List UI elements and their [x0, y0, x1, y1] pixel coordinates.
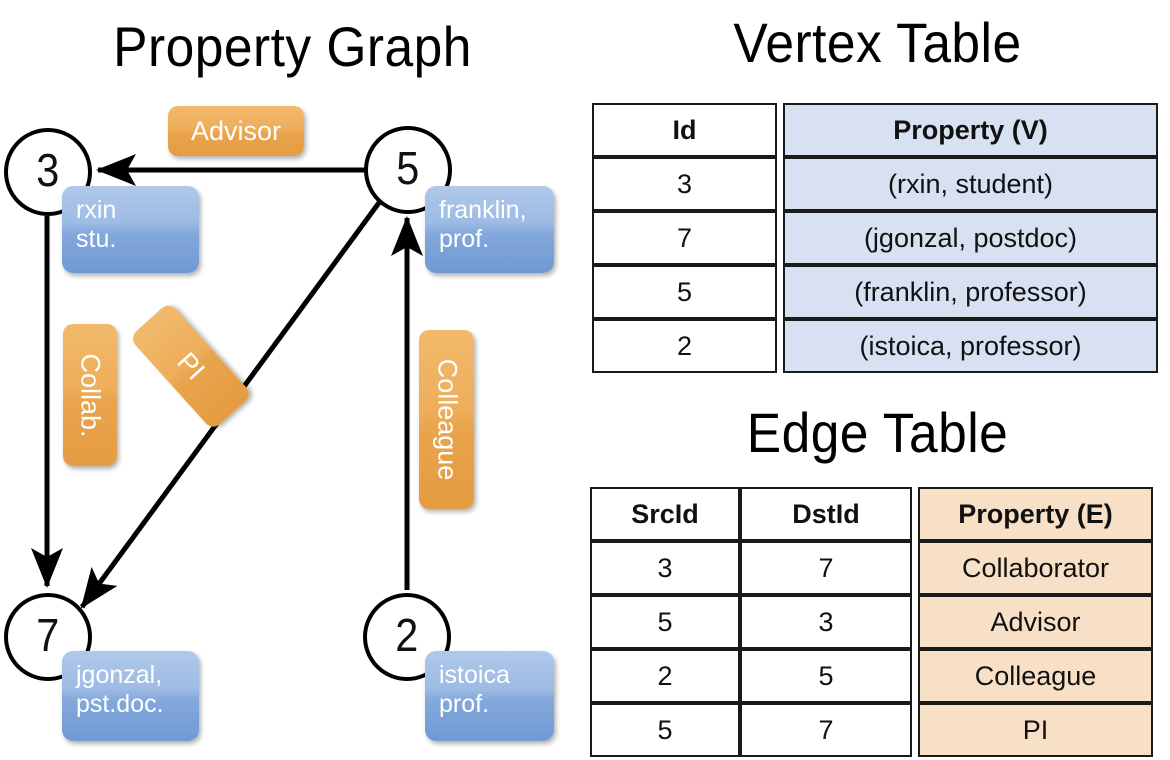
edge-row-srcid: 3	[590, 541, 740, 595]
edge-row-srcid: 5	[590, 703, 740, 757]
edge-label-pi-text: PI	[171, 346, 211, 386]
graph-node-2[interactable]: 2	[363, 593, 451, 681]
edge-label-advisor-text: Advisor	[190, 115, 282, 146]
table-row: 7 (jgonzal, postdoc)	[592, 211, 1158, 265]
property-graph-title: Property Graph	[113, 15, 472, 78]
graph-node-3-label: 3	[36, 144, 60, 196]
edge-row-srcid: 5	[590, 595, 740, 649]
graph-node-7-label: 7	[36, 609, 60, 661]
edge-label-advisor: Advisor	[168, 106, 304, 156]
vertex-property-line-2: prof.	[439, 689, 490, 718]
edge-row-dstid: 5	[740, 649, 912, 703]
edge-table-header-row: SrcId DstId Property (E)	[590, 487, 1153, 541]
vertex-property-box-2: istoica prof.	[425, 651, 554, 741]
vertex-property-box-5: franklin, prof.	[425, 186, 554, 273]
vertex-table: Id Property (V) 3 (rxin, student) 7 (jgo…	[592, 103, 1158, 373]
edge-row-dstid: 3	[740, 595, 912, 649]
table-row: 5 3 Advisor	[590, 595, 1153, 649]
edge-row-property: Advisor	[918, 595, 1153, 649]
edge-row-property: Collaborator	[918, 541, 1153, 595]
edge-table-header-property: Property (E)	[918, 487, 1153, 541]
vertex-property-line-1: franklin,	[439, 196, 527, 224]
table-row: 5 7 PI	[590, 703, 1153, 757]
vertex-row-id: 2	[592, 319, 777, 373]
edge-table-title: Edge Table	[746, 401, 1009, 464]
vertex-table-header-row: Id Property (V)	[592, 103, 1158, 157]
graph-node-5-label: 5	[396, 142, 420, 194]
edge-row-property: Colleague	[918, 649, 1153, 703]
vertex-row-property: (jgonzal, postdoc)	[783, 211, 1158, 265]
table-row: 2 (istoica, professor)	[592, 319, 1158, 373]
table-row: 5 (franklin, professor)	[592, 265, 1158, 319]
edge-label-colleague: Colleague	[419, 330, 474, 509]
vertex-row-id: 3	[592, 157, 777, 211]
edge-label-colleague-text: Colleague	[432, 358, 462, 481]
vertex-table-header-property: Property (V)	[783, 103, 1158, 157]
graph-node-2-label: 2	[395, 609, 419, 661]
edge-label-collab-text: Collab.	[75, 352, 106, 438]
vertex-row-id: 5	[592, 265, 777, 319]
edge-label-collab: Collab.	[63, 324, 117, 466]
vertex-property-line-2: stu.	[76, 224, 117, 253]
vertex-property-line-2: pst.doc.	[76, 689, 164, 718]
edge-row-srcid: 2	[590, 649, 740, 703]
vertex-row-property: (istoica, professor)	[783, 319, 1158, 373]
edge-table-header-dstid: DstId	[740, 487, 912, 541]
vertex-row-property: (rxin, student)	[783, 157, 1158, 211]
edge-row-dstid: 7	[740, 703, 912, 757]
table-row: 3 (rxin, student)	[592, 157, 1158, 211]
vertex-row-id: 7	[592, 211, 777, 265]
edge-table: SrcId DstId Property (E) 3 7 Collaborato…	[590, 487, 1153, 757]
graph-node-5[interactable]: 5	[364, 126, 452, 214]
table-row: 2 5 Colleague	[590, 649, 1153, 703]
vertex-table-title: Vertex Table	[733, 11, 1022, 74]
vertex-property-line-1: jgonzal,	[76, 661, 163, 689]
vertex-property-line-1: istoica	[439, 661, 510, 689]
edge-row-dstid: 7	[740, 541, 912, 595]
edge-table-header-srcid: SrcId	[590, 487, 740, 541]
vertex-property-line-2: prof.	[439, 224, 490, 253]
vertex-row-property: (franklin, professor)	[783, 265, 1158, 319]
vertex-property-box-7: jgonzal, pst.doc.	[62, 651, 199, 741]
vertex-property-box-3: rxin stu.	[62, 186, 199, 273]
vertex-property-line-1: rxin	[76, 196, 117, 224]
vertex-table-header-id: Id	[592, 103, 777, 157]
table-row: 3 7 Collaborator	[590, 541, 1153, 595]
edge-row-property: PI	[918, 703, 1153, 757]
